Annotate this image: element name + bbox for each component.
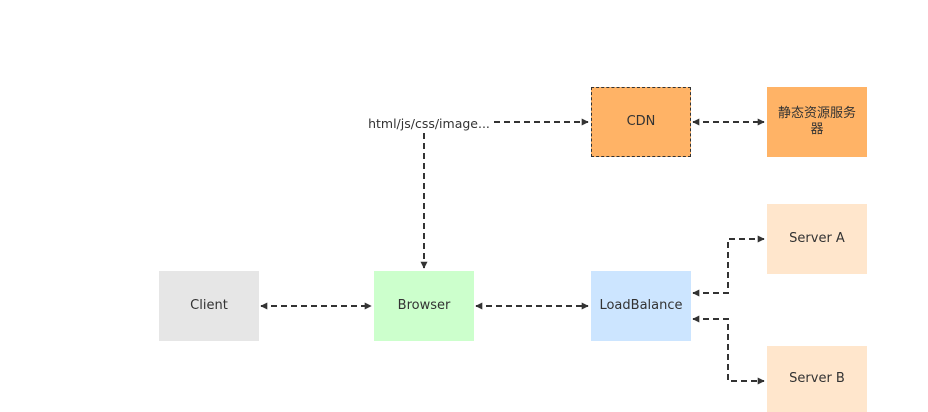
server-a-label: Server A <box>789 231 845 246</box>
client-node: Client <box>159 271 259 341</box>
static-server-label: 静态资源服务器 <box>777 106 856 137</box>
load-balance-node: LoadBalance <box>591 271 691 341</box>
server-a-node: Server A <box>767 204 867 274</box>
browser-label: Browser <box>397 298 451 313</box>
static-server-node: 静态资源服务器 <box>767 87 867 157</box>
client-label: Client <box>190 298 228 313</box>
cdn-node: CDN <box>591 87 691 157</box>
static-assets-edge-label: html/js/css/image... <box>364 113 494 133</box>
edge-loadbalance-server-b <box>692 315 765 385</box>
cdn-label: CDN <box>626 114 656 129</box>
server-b-label: Server B <box>789 371 845 386</box>
browser-node: Browser <box>374 271 474 341</box>
edge-loadbalance-server-a <box>692 235 765 297</box>
server-b-node: Server B <box>767 346 867 412</box>
load-balance-label: LoadBalance <box>599 298 683 313</box>
